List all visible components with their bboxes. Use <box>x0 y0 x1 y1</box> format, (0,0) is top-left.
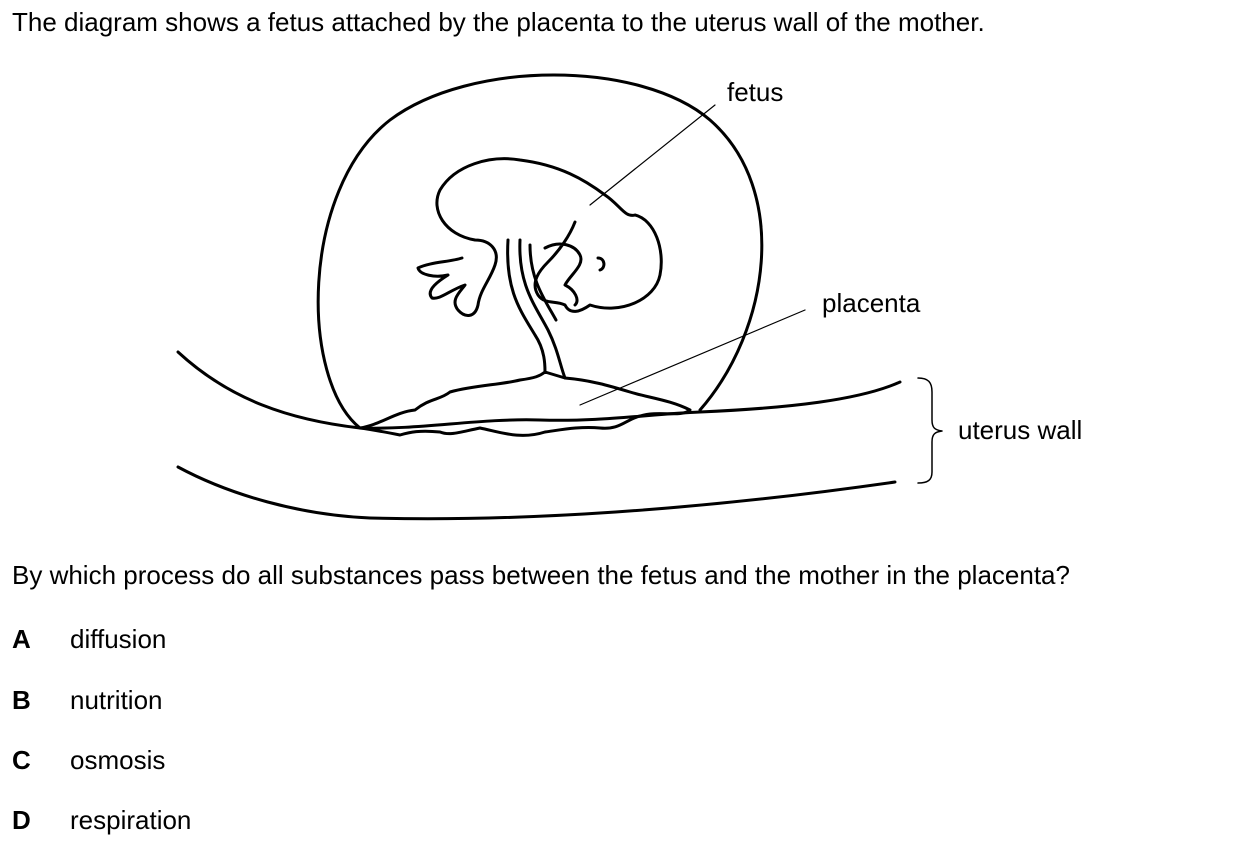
option-letter: D <box>12 805 31 835</box>
option-letter: A <box>12 624 31 654</box>
option-text: diffusion <box>70 624 167 654</box>
fetus <box>416 157 663 317</box>
umbilical-cord <box>506 238 567 380</box>
option-text: nutrition <box>70 685 163 715</box>
option-text: osmosis <box>70 745 166 775</box>
placenta <box>358 370 692 437</box>
question-text: By which process do all substances pass … <box>12 560 1070 590</box>
label-placenta: placenta <box>822 288 921 318</box>
label-uterus-wall: uterus wall <box>958 415 1083 445</box>
uterus-wall-brace <box>917 377 943 484</box>
placenta-leader <box>579 309 806 406</box>
amniotic-sac <box>316 73 764 430</box>
uterus-wall-upper <box>176 350 902 430</box>
option-letter: B <box>12 685 31 715</box>
option-text: respiration <box>70 805 192 835</box>
option-letter: C <box>12 745 31 775</box>
intro-text: The diagram shows a fetus attached by th… <box>12 7 985 37</box>
label-fetus: fetus <box>727 77 784 107</box>
uterus-wall-lower <box>176 465 897 521</box>
fetus-leader <box>589 104 716 206</box>
